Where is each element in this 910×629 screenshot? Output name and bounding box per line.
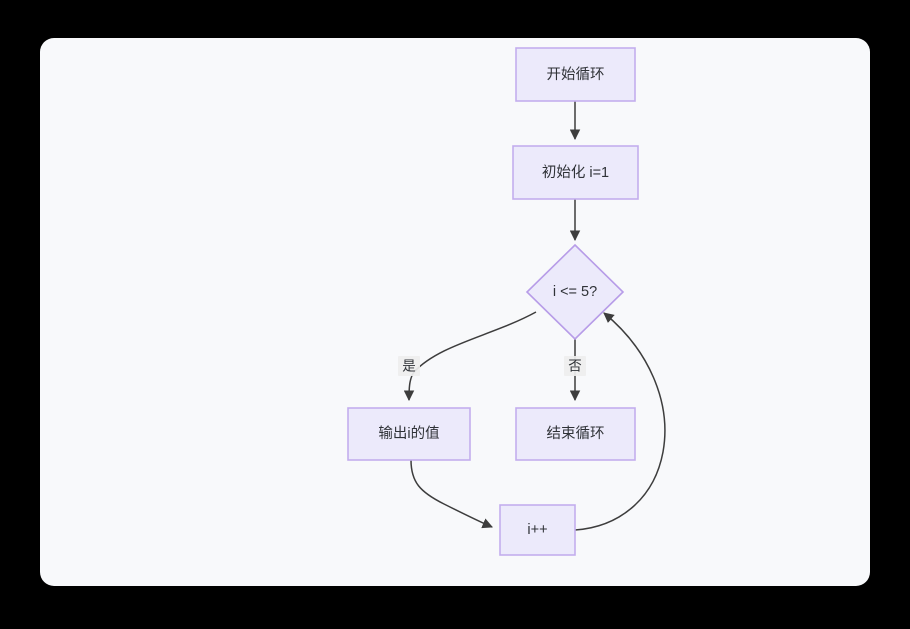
edge-label-yes-bg [398, 356, 420, 376]
edge-group [403, 101, 666, 531]
node-condition[interactable]: i <= 5? [525, 243, 625, 341]
edge-label-group: 是 否 [398, 356, 586, 376]
node-increment-shape[interactable] [499, 504, 576, 556]
node-end-shape[interactable] [515, 407, 636, 461]
node-init-shape[interactable] [512, 145, 639, 200]
node-end-label: 结束循环 [547, 425, 605, 442]
node-print[interactable]: 输出i的值 [347, 407, 471, 461]
edge-label-no-bg [564, 356, 586, 376]
diagram-panel [40, 38, 870, 586]
node-print-label: 输出i的值 [378, 425, 439, 442]
node-condition-label: i <= 5? [553, 284, 597, 300]
node-condition-shape[interactable] [525, 243, 625, 341]
node-init-label: 初始化 i=1 [542, 164, 609, 181]
node-start-shape[interactable] [515, 47, 636, 102]
edge-incr-to-cond-loop [574, 312, 666, 531]
node-increment-label: i++ [527, 522, 547, 538]
node-print-shape[interactable] [347, 407, 471, 461]
edge-cond-to-print-yes [403, 311, 537, 402]
node-increment[interactable]: i++ [499, 504, 576, 556]
node-start-label: 开始循环 [547, 66, 605, 83]
node-end[interactable]: 结束循环 [515, 407, 636, 461]
edge-label-no: 否 [568, 359, 582, 374]
edge-print-to-incr [410, 459, 493, 529]
edge-label-yes: 是 [402, 359, 416, 374]
node-init[interactable]: 初始化 i=1 [512, 145, 639, 200]
node-start[interactable]: 开始循环 [515, 47, 636, 102]
